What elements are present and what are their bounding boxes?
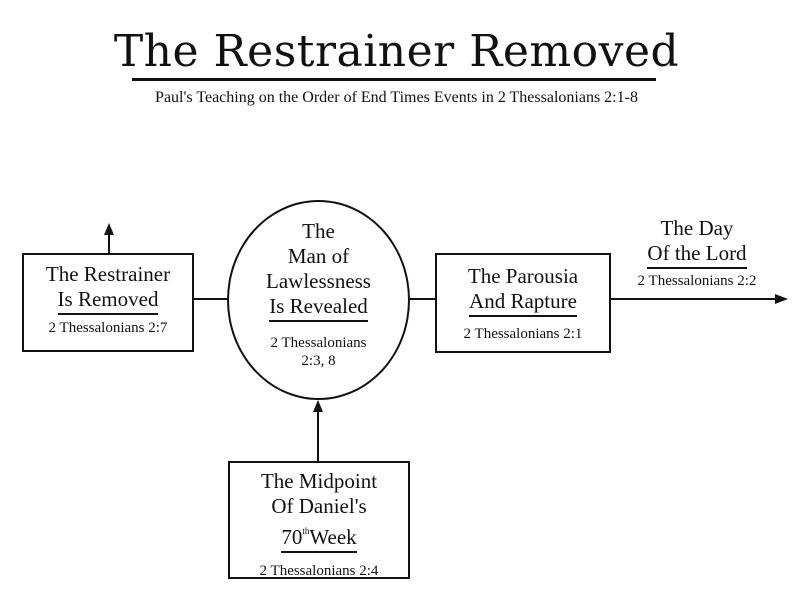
title-underline <box>132 78 656 81</box>
day-of-lord-arrowhead <box>775 294 788 304</box>
midpoint-to-oval-connector <box>317 412 319 461</box>
lawlessness-heading-line4: Is Revealed <box>269 294 368 322</box>
man-of-lawlessness-oval: The Man of Lawlessness Is Revealed 2 The… <box>227 200 410 400</box>
parousia-to-day-connector <box>610 298 775 300</box>
lawlessness-heading-line1: The <box>302 219 335 243</box>
oval-to-parousia-connector <box>409 298 436 300</box>
midpoint-heading-line1: The Midpoint <box>260 469 378 493</box>
restrainer-removed-box: The Restrainer Is Removed 2 Thessalonian… <box>22 253 194 352</box>
midpoint-daniel-box: The Midpoint Of Daniel's 70thWeek 2 Thes… <box>228 461 410 579</box>
week-number: 70 <box>281 525 303 549</box>
lawlessness-reference-line1: 2 Thessalonians <box>270 335 367 351</box>
restrainer-up-connector <box>108 234 110 254</box>
restrainer-heading-line2: Is Removed <box>57 287 159 315</box>
lawlessness-heading-line3: Lawlessness <box>266 269 371 293</box>
parousia-rapture-box: The Parousia And Rapture 2 Thessalonians… <box>435 253 611 353</box>
parousia-heading-line2: And Rapture <box>469 289 577 317</box>
midpoint-up-arrowhead <box>313 400 323 412</box>
day-of-the-lord-label: The Day Of the Lord 2 Thessalonians 2:2 <box>612 216 782 290</box>
diagram-title: The Restrainer Removed <box>113 26 680 77</box>
lawlessness-heading-line2: Man of <box>287 244 350 268</box>
day-reference: 2 Thessalonians 2:2 <box>637 273 757 289</box>
lawlessness-reference-line2: 2:3, 8 <box>301 353 336 369</box>
parousia-reference: 2 Thessalonians 2:1 <box>463 326 583 342</box>
week-word: Week <box>309 525 357 549</box>
week-ordinal-suffix: th <box>302 526 310 536</box>
restrainer-heading-line1: The Restrainer <box>45 262 171 286</box>
diagram-subtitle: Paul's Teaching on the Order of End Time… <box>155 89 638 106</box>
restrainer-up-arrowhead <box>104 223 114 235</box>
midpoint-reference: 2 Thessalonians 2:4 <box>259 563 379 579</box>
parousia-heading-line1: The Parousia <box>467 264 579 288</box>
day-heading-line2: Of the Lord <box>647 241 747 269</box>
restrainer-reference: 2 Thessalonians 2:7 <box>48 320 168 336</box>
midpoint-heading-line2: Of Daniel's <box>271 494 367 518</box>
day-heading-line1: The Day <box>660 216 734 240</box>
restrainer-to-oval-connector <box>193 298 228 300</box>
midpoint-heading-line3: 70thWeek <box>281 519 357 553</box>
